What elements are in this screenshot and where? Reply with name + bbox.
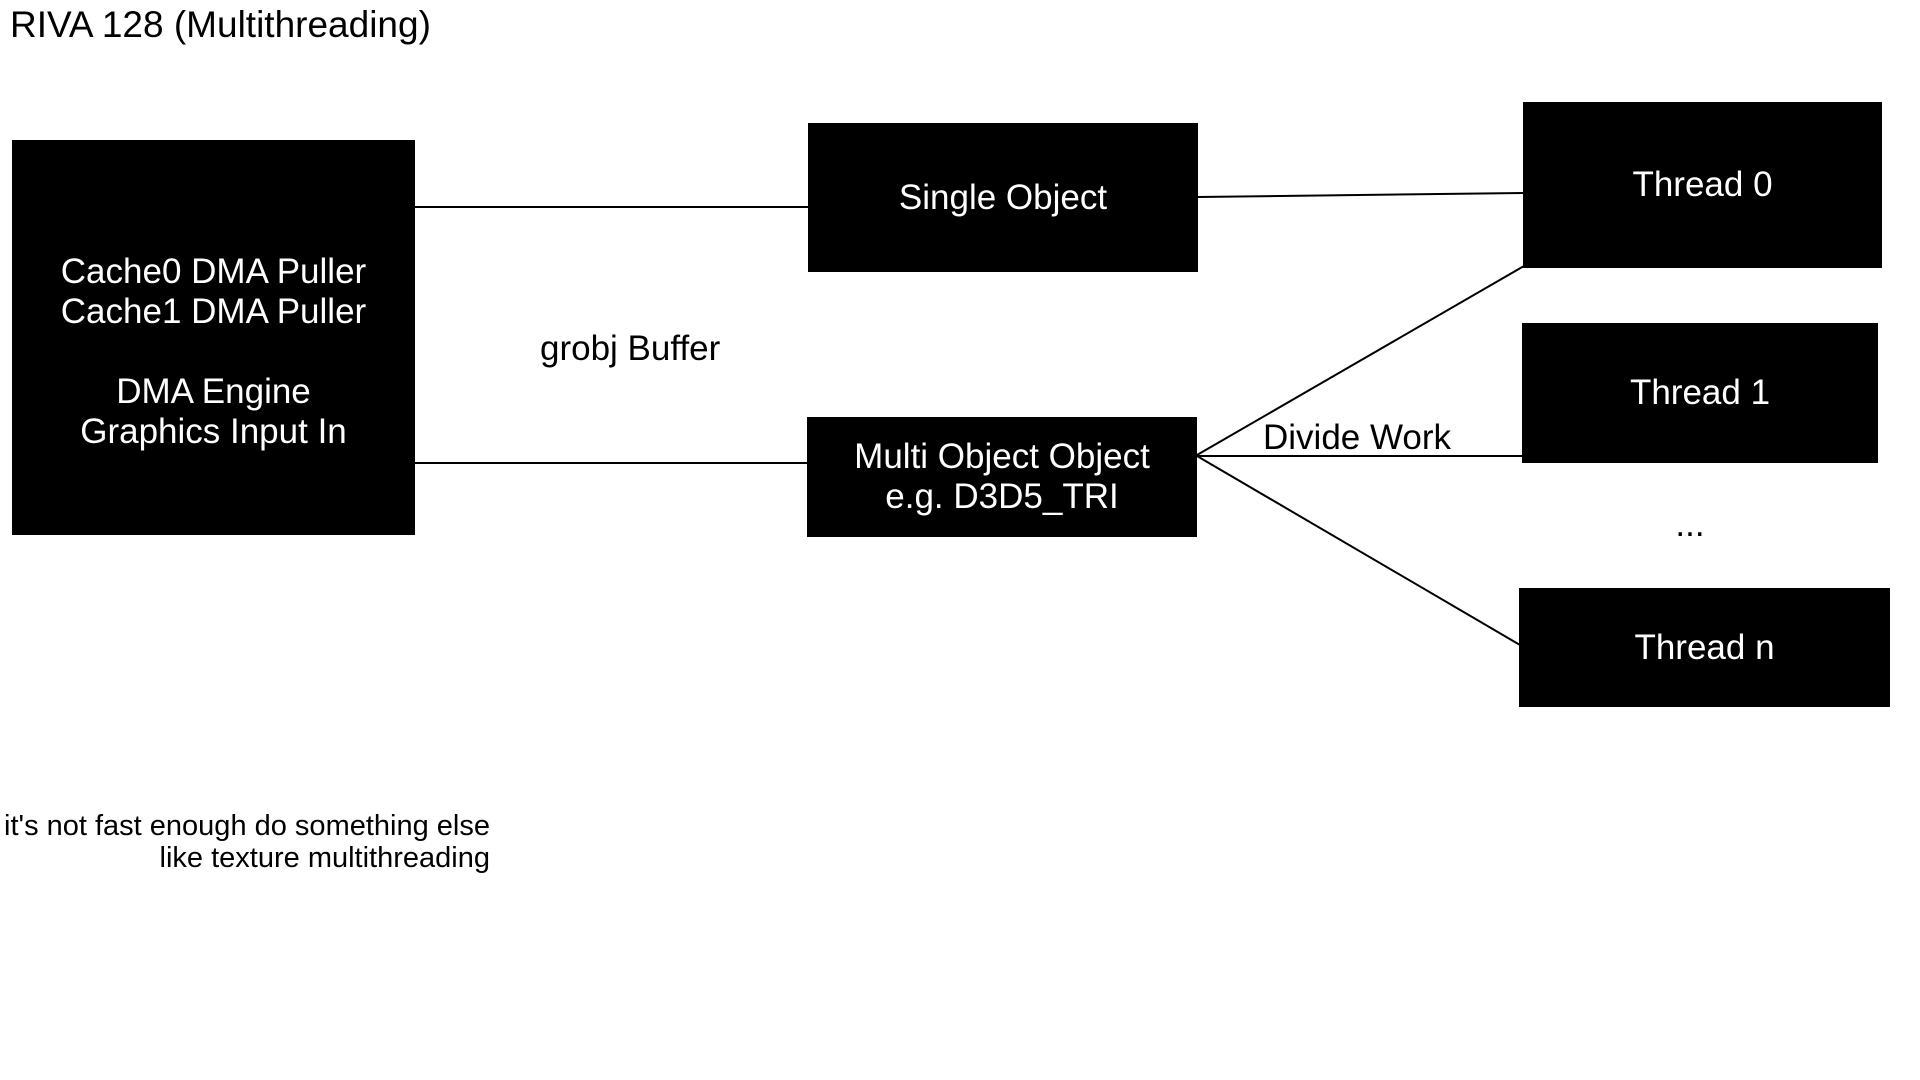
footnote-line: If it's not fast enough do something els… [0,810,490,842]
threadn-label: Thread n [1634,627,1775,667]
page-title: RIVA 128 (Multithreading) [10,4,431,45]
connector-single-to-thread0 [1197,192,1524,198]
multi-object-line: Multi Object Object [854,437,1150,476]
single-object-label: Single Object [898,177,1108,217]
grobj-buffer-label: grobj Buffer [540,329,721,368]
thread1-label: Thread 1 [1629,373,1771,412]
dma-engine-box: Cache0 DMA Puller Cache1 DMA Puller DMA … [12,140,415,535]
thread0-label: Thread 0 [1632,165,1773,204]
threads-ellipsis: ... [1675,505,1705,544]
dma-box-line: Cache1 DMA Puller [60,292,367,331]
thread0-box: Thread 0 [1523,102,1882,268]
single-object-box: Single Object [808,123,1198,272]
multi-object-box: Multi Object Object e.g. D3D5_TRI [807,417,1197,537]
threadn-box: Thread n [1519,588,1890,707]
connector-multi-to-threadn [1196,455,1521,646]
footnote-line: like texture multithreading [159,842,490,874]
divide-work-label: Divide Work [1263,418,1452,457]
multi-object-line: e.g. D3D5_TRI [885,477,1119,516]
dma-box-line: Graphics Input In [80,412,347,451]
dma-box-line: DMA Engine [116,372,311,411]
thread1-box: Thread 1 [1522,323,1878,463]
footnote: If it's not fast enough do something els… [0,810,490,874]
dma-box-line: Cache0 DMA Puller [60,252,367,291]
